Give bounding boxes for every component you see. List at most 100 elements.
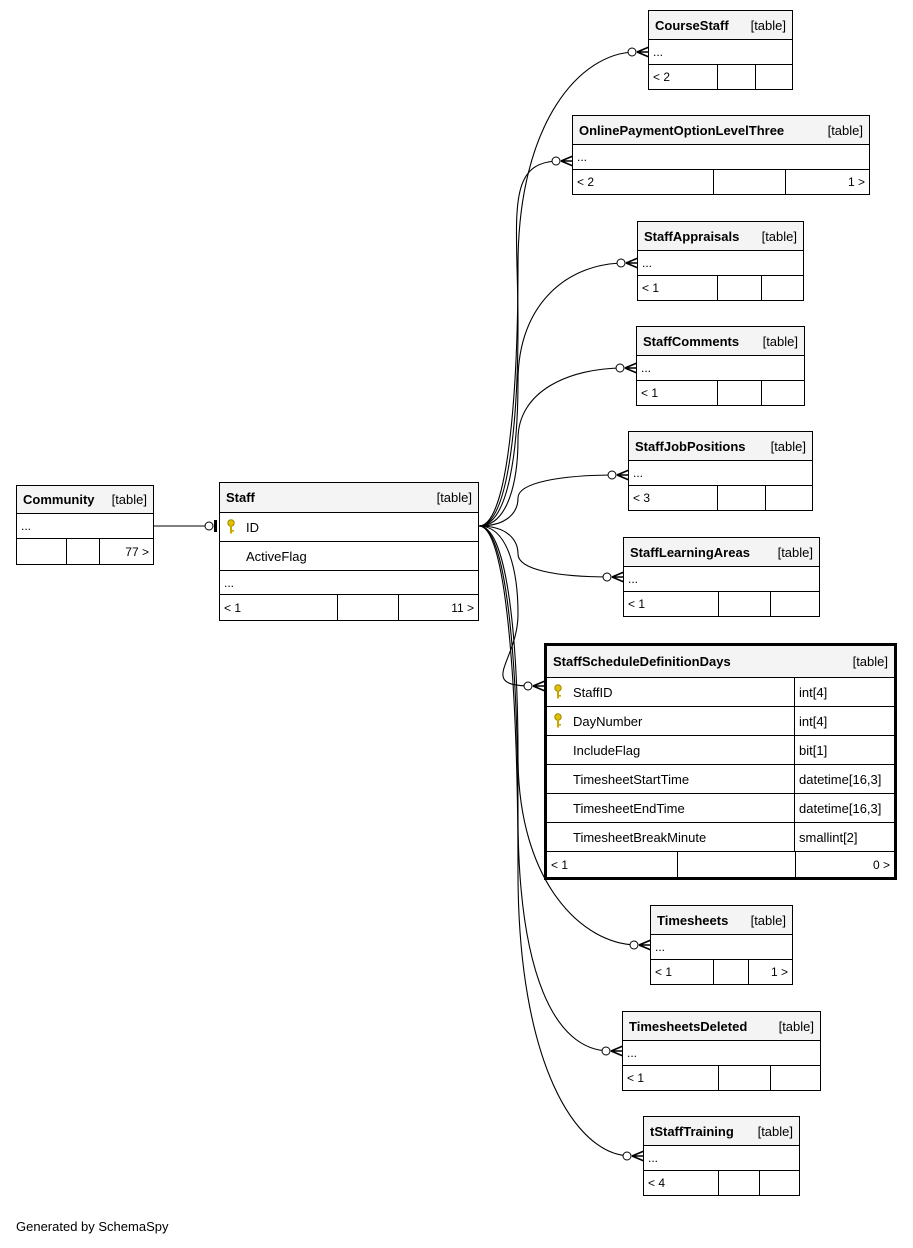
footer-spacer (718, 276, 762, 300)
ellipsis-row: ... (17, 514, 153, 539)
column-row: TimesheetStartTime datetime[16,3] (547, 764, 894, 794)
table-tag: [table] (777, 544, 813, 560)
column-type: int[4] (794, 706, 894, 736)
table-header: StaffLearningAreas [table] (624, 538, 819, 567)
relationship-staffcomments-staff (478, 367, 625, 527)
table-tstafftraining: tStaffTraining[table]...< 4 (643, 1116, 800, 1196)
crows-foot-marker (624, 362, 638, 374)
crows-foot-marker (610, 1045, 624, 1057)
column-name: TimesheetEndTime (573, 800, 685, 816)
parent-count: < 2 (573, 170, 714, 194)
table-header: Timesheets[table] (651, 906, 792, 935)
footer-spacer (718, 486, 766, 510)
parent-count (17, 539, 67, 564)
table-header: Staff [table] (220, 483, 478, 513)
footer-spacer (719, 1066, 771, 1090)
table-name: TimesheetsDeleted (629, 1018, 748, 1034)
child-count (762, 276, 803, 300)
table-header: TimesheetsDeleted[table] (623, 1012, 820, 1041)
ellipsis-row: ... (220, 571, 478, 595)
optional-circle-marker (616, 258, 626, 268)
column-type: bit[1] (794, 735, 894, 765)
optional-circle-marker (629, 940, 639, 950)
table-footer: < 1 (623, 1066, 820, 1090)
column-row: ID (220, 513, 478, 542)
generated-by-label: Generated by SchemaSpy (16, 1219, 169, 1234)
table-footer: < 1 0 > (547, 852, 894, 877)
primary-key-icon (220, 519, 242, 535)
optional-circle-marker (607, 470, 617, 480)
parent-count: < 1 (623, 1066, 719, 1090)
table-header: StaffComments[table] (637, 327, 804, 356)
child-count: 1 > (847, 175, 865, 189)
optional-circle-marker (551, 156, 561, 166)
table-tag: [table] (750, 912, 786, 928)
parent-count: < 1 (638, 276, 718, 300)
one-bar-marker (214, 520, 217, 532)
ellipsis-row: ... (644, 1146, 799, 1171)
table-tag: [table] (761, 228, 797, 244)
relationship-timesheets-staff (478, 525, 639, 946)
table-header: StaffJobPositions [table] (629, 432, 812, 461)
primary-key-icon (547, 713, 569, 729)
table-coursestaff: CourseStaff[table]...< 2 (648, 10, 793, 90)
ellipsis-row: ... (573, 145, 869, 170)
table-name: Staff (226, 490, 255, 505)
column-row: ActiveFlag (220, 542, 478, 571)
table-staffappraisals: StaffAppraisals[table]...< 1 (637, 221, 804, 301)
table-footer: < 3 (629, 486, 812, 510)
column-name: ID (246, 519, 259, 535)
column-name: TimesheetStartTime (573, 771, 690, 787)
relationship-stafflearningareas-staff (478, 525, 612, 578)
parent-count: < 1 (220, 595, 338, 620)
table-onlinepaymentoptionlevelthree: OnlinePaymentOptionLevelThree[table]...<… (572, 115, 870, 195)
parent-count: < 4 (644, 1171, 719, 1195)
table-header: CourseStaff[table] (649, 11, 792, 40)
parent-count: < 1 (651, 960, 714, 984)
table-name: tStaffTraining (650, 1123, 734, 1139)
table-footer: 77 > (17, 539, 153, 564)
table-footer: < 1 (624, 592, 819, 616)
optional-circle-marker (204, 521, 214, 531)
table-tag: [table] (852, 654, 888, 669)
relationship-staffappraisals-staff (478, 262, 626, 527)
footer-spacer (718, 65, 756, 89)
crows-foot-marker (616, 469, 630, 481)
table-name: StaffLearningAreas (630, 544, 750, 560)
table-tag: [table] (827, 122, 863, 138)
optional-circle-marker (601, 1046, 611, 1056)
optional-circle-marker (622, 1151, 632, 1161)
crows-foot-marker (611, 571, 625, 583)
table-name: StaffScheduleDefinitionDays (553, 654, 731, 669)
crows-foot-marker (625, 257, 639, 269)
child-count: 0 > (872, 857, 890, 872)
relationship-staffjobpositions-staff (478, 474, 617, 527)
child-count (771, 1066, 820, 1090)
ellipsis-row: ... (623, 1041, 820, 1066)
table-header: OnlinePaymentOptionLevelThree[table] (573, 116, 869, 145)
table-footer: < 2 1 > (573, 170, 869, 194)
table-name: CourseStaff (655, 17, 729, 33)
child-count (762, 381, 804, 405)
relationship-staffscheduledefinitiondays-staff (478, 525, 533, 687)
parent-count: < 1 (547, 852, 678, 877)
table-tag: [table] (770, 438, 806, 454)
footer-spacer (719, 592, 771, 616)
crows-foot-marker (532, 680, 546, 692)
column-type: datetime[16,3] (794, 764, 894, 794)
table-name: Community (23, 492, 95, 507)
footer-spacer (718, 381, 762, 405)
table-name: StaffJobPositions (635, 438, 746, 454)
relationship-onlinepaymentoptionlevelthree-staff (478, 160, 561, 527)
column-type: datetime[16,3] (794, 793, 894, 823)
table-tag: [table] (436, 490, 472, 505)
crows-foot-marker (636, 46, 650, 58)
table-stafflearningareas: StaffLearningAreas[table]...< 1 (623, 537, 820, 617)
column-name: ActiveFlag (246, 548, 307, 564)
